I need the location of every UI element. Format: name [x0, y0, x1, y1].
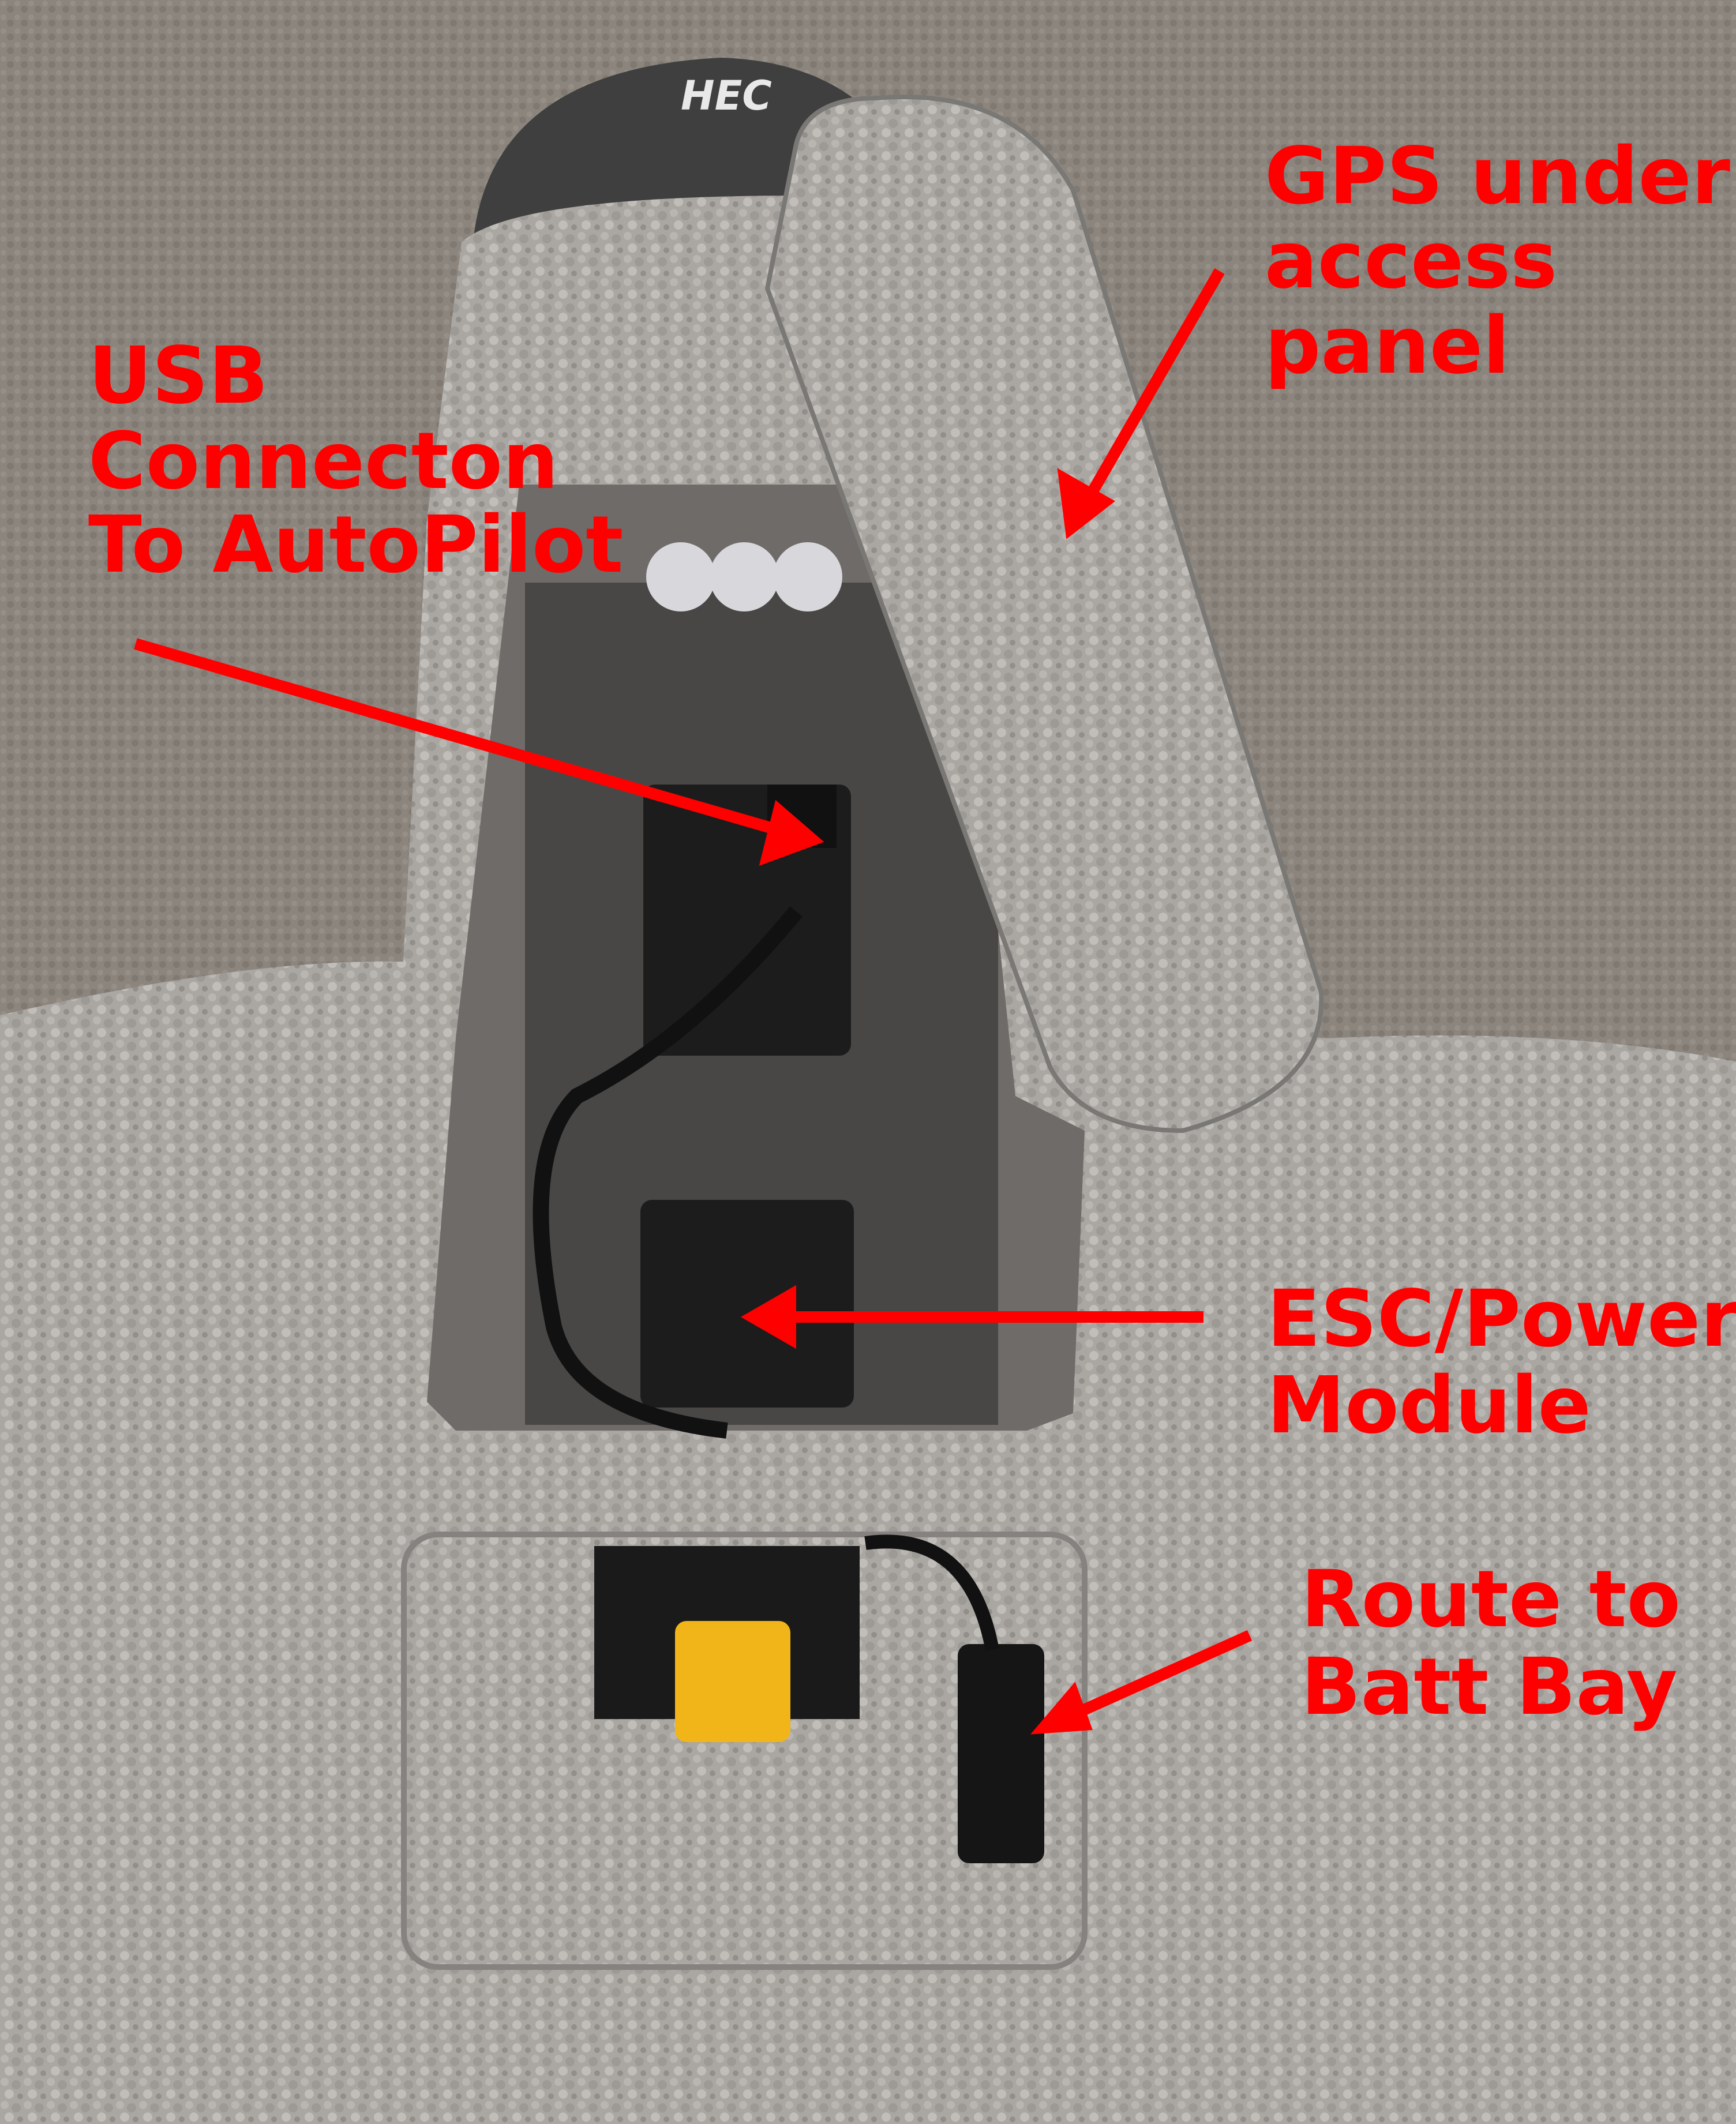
logo-text: HEC	[681, 72, 772, 119]
gps-label-line: access	[1265, 215, 1557, 306]
usb-annotation: USB Connecton To AutoPilot	[88, 331, 623, 591]
usb-arrowhead	[759, 800, 824, 866]
xt60-connector	[675, 1621, 790, 1742]
usb-extension-connector	[958, 1644, 1044, 1863]
esc-power-module	[640, 1200, 854, 1408]
route-arrow	[1064, 1630, 1253, 1723]
route-label-line: Route to	[1301, 1554, 1681, 1645]
usb-label-line: USB	[88, 331, 268, 422]
esc-annotation: ESC/Power Module	[1267, 1274, 1736, 1451]
servo	[710, 542, 779, 611]
battery-bay	[401, 1532, 1088, 1970]
gps-label-line: GPS under	[1265, 131, 1730, 222]
servo	[646, 542, 715, 611]
gps-arrowhead	[1057, 468, 1115, 539]
route-arrowhead	[1030, 1682, 1093, 1735]
usb-cable	[864, 1534, 999, 1652]
route-annotation: Route to Batt Bay	[1301, 1554, 1681, 1733]
gps-access-panel	[764, 95, 1324, 1134]
cable	[533, 906, 803, 1439]
gps-label-line: panel	[1265, 301, 1510, 392]
gps-annotation: GPS under access panel	[1265, 131, 1730, 392]
usb-label-line: Connecton	[88, 416, 558, 507]
esc-label-line: Module	[1267, 1360, 1591, 1451]
autopilot-board	[643, 785, 851, 1056]
route-label-line: Batt Bay	[1301, 1642, 1678, 1733]
usb-label-line: To AutoPilot	[88, 500, 623, 591]
usb-arrow	[134, 638, 786, 838]
annotation-arrows	[134, 268, 1253, 1735]
gps-arrow	[1079, 268, 1225, 508]
servo	[773, 542, 842, 611]
esc-arrowhead	[740, 1285, 796, 1349]
esc-label-line: ESC/Power	[1267, 1274, 1736, 1365]
